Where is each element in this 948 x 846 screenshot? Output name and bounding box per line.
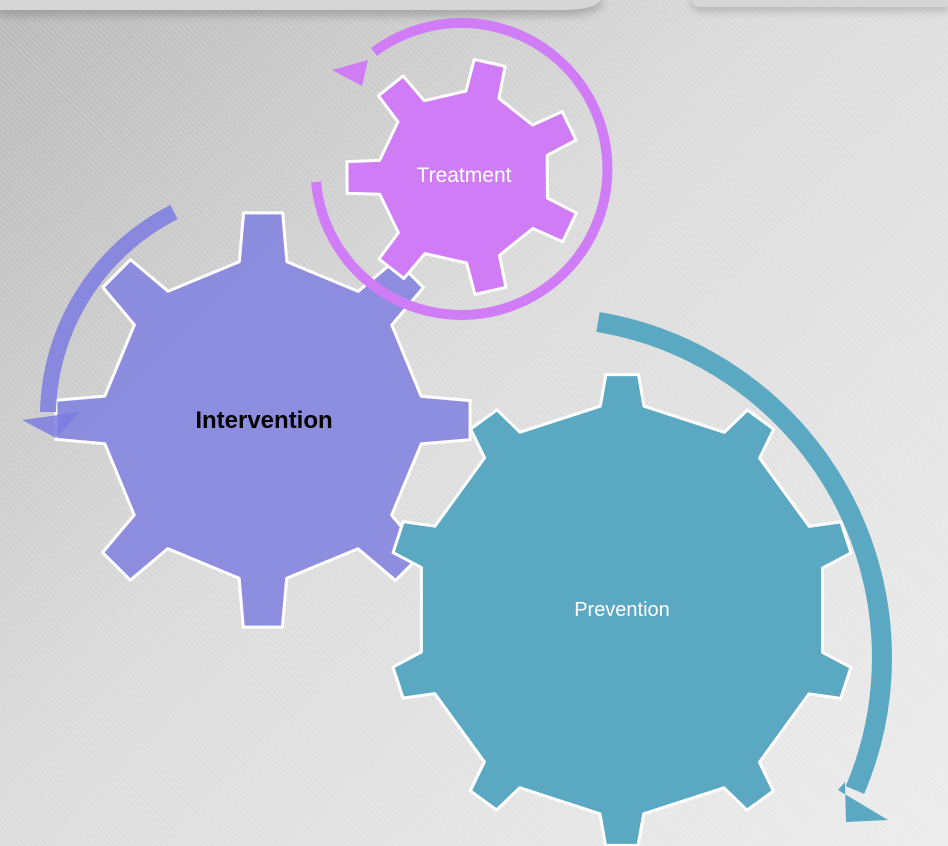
gear-label-treatment: Treatment bbox=[417, 164, 512, 187]
prevention-rotation-arrow bbox=[596, 312, 892, 794]
treatment-arrowhead-icon bbox=[332, 60, 368, 86]
intervention-arrowhead-icon bbox=[22, 412, 80, 438]
treatment-rotation-arrow bbox=[311, 17, 613, 320]
gear-treatment[interactable] bbox=[345, 57, 578, 296]
gear-label-intervention: Intervention bbox=[195, 407, 332, 434]
top-decoration bbox=[0, 0, 948, 16]
prevention-arrowhead-icon bbox=[838, 782, 888, 822]
intervention-rotation-arrow bbox=[40, 204, 178, 413]
gear-label-prevention: Prevention bbox=[574, 599, 670, 621]
gear-prevention[interactable] bbox=[391, 373, 853, 846]
